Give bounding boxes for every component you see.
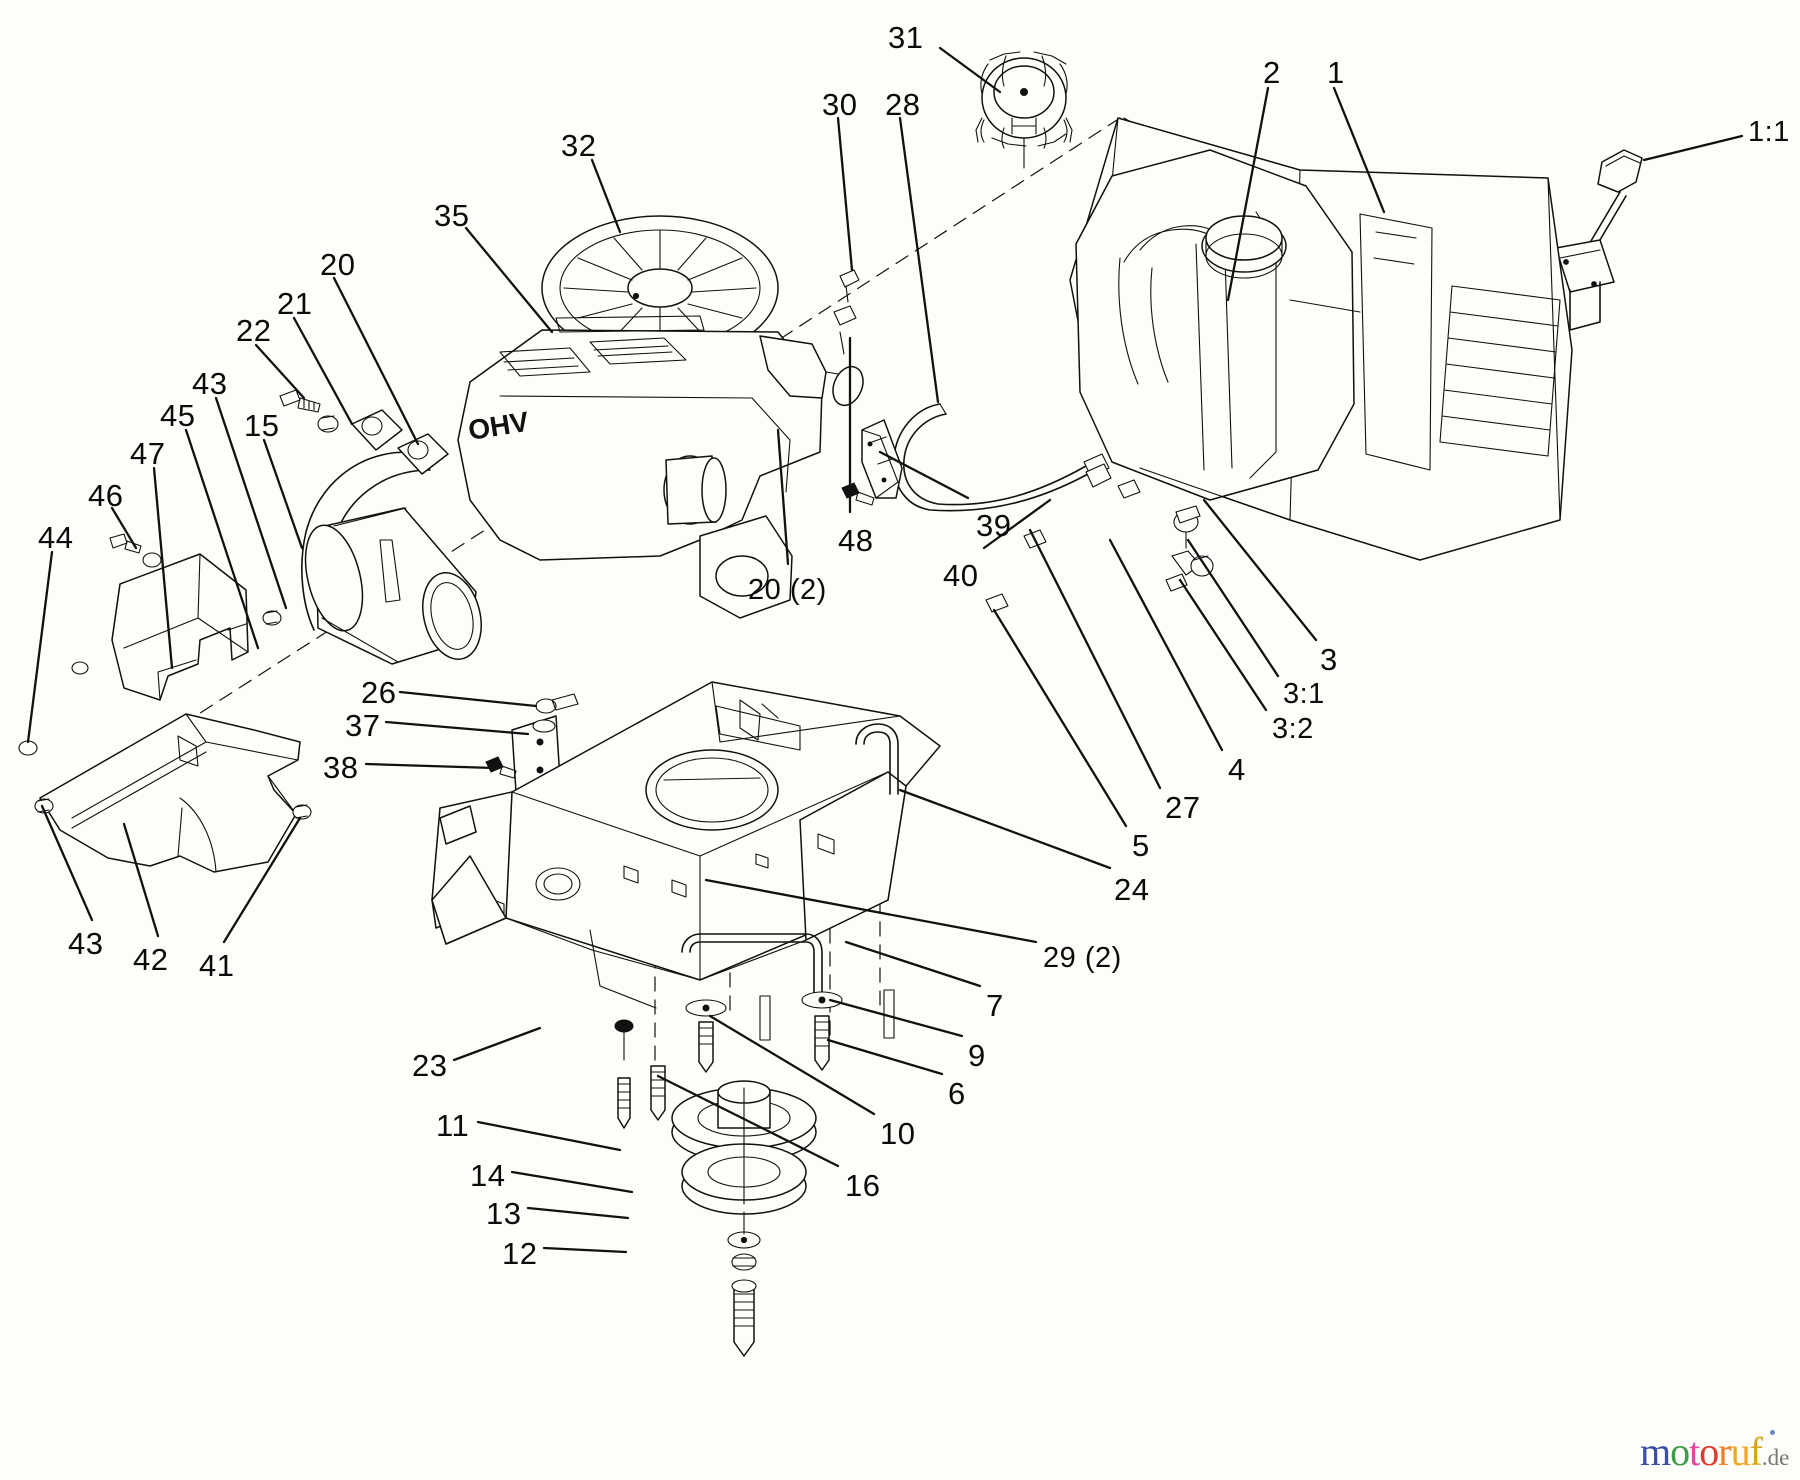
callout-1-1: 1:1 — [1748, 116, 1790, 148]
bolt-part-22 — [279, 389, 321, 413]
callout-22: 22 — [236, 313, 272, 348]
callout-39: 39 — [976, 508, 1012, 543]
fuel-valve-bracket-part-39 — [841, 419, 903, 506]
callout-15: 15 — [244, 408, 280, 443]
callout-37: 37 — [345, 708, 381, 743]
callout-11: 11 — [436, 1108, 470, 1143]
wire-form-bracket-part-24 — [855, 723, 899, 795]
callout-24: 24 — [1114, 872, 1150, 907]
chassis-frame — [431, 681, 941, 1009]
callout-32: 32 — [561, 128, 597, 163]
callout-40: 40 — [943, 558, 979, 593]
screw-part-40 — [841, 482, 875, 506]
callout-46: 46 — [88, 478, 124, 513]
callout-6: 6 — [948, 1076, 966, 1111]
callout-2: 2 — [1263, 55, 1281, 90]
callout-3-1: 3:1 — [1283, 678, 1325, 710]
callout-44: 44 — [38, 520, 74, 555]
callout-10: 10 — [880, 1116, 916, 1151]
watermark-letter: f — [1749, 1429, 1763, 1474]
bolt-part-26 — [535, 693, 579, 714]
fuel-tank-and-shroud-part-3 — [1069, 117, 1573, 561]
fastener-stack-part-9 — [801, 991, 843, 1071]
spacer-bars — [759, 989, 895, 1041]
heat-shield-upper-part-45 — [18, 533, 282, 756]
callout-3: 3 — [1320, 642, 1338, 677]
callout-20: 20 — [320, 247, 356, 282]
watermark-letter: o — [1699, 1429, 1719, 1474]
watermark-dot-icon — [1770, 1430, 1775, 1435]
watermark-letter: m — [1640, 1429, 1671, 1474]
callout-13: 13 — [486, 1196, 522, 1231]
callout-31: 31 — [888, 20, 924, 55]
callout-38: 38 — [323, 750, 359, 785]
fastener-stack-part-13 — [731, 1253, 757, 1271]
watermark-letter: o — [1670, 1429, 1690, 1474]
fastener-stack-part-10 — [685, 999, 727, 1073]
leader-lines — [26, 46, 1744, 1254]
motoruf-watermark: motoruf.de — [1640, 1428, 1789, 1475]
fuel-line-part-28 — [893, 403, 1112, 512]
callout-14: 14 — [470, 1158, 506, 1193]
engine-assembly-part-32: OHV — [457, 215, 864, 619]
callout-5: 5 — [1132, 828, 1150, 863]
fastener-part-47 — [142, 552, 162, 568]
callout-21: 21 — [277, 286, 313, 321]
callout-20-2-: 20 (2) — [748, 574, 827, 606]
fuel-line-part-30 — [833, 269, 860, 355]
callout-1: 1 — [1327, 55, 1345, 90]
callout-47: 47 — [130, 436, 166, 471]
callout-41: 41 — [199, 948, 235, 983]
fastener-part-43-lower — [34, 798, 54, 814]
callout-30: 30 — [822, 87, 858, 122]
fastener-part-41-bolt — [292, 804, 312, 820]
callout-16: 16 — [845, 1168, 881, 1203]
fastener-stack-part-16 — [650, 1065, 666, 1121]
callout-43: 43 — [68, 926, 104, 961]
wire-form-bracket-part-29 — [681, 933, 823, 1001]
watermark-suffix: .de — [1761, 1445, 1790, 1470]
fuel-hose-clamp-part-5 — [985, 479, 1141, 613]
watermark-letter: u — [1730, 1429, 1751, 1474]
callout-26: 26 — [361, 675, 397, 710]
callout-42: 42 — [133, 942, 169, 977]
callout-43: 43 — [192, 366, 228, 401]
callout-9: 9 — [968, 1038, 986, 1073]
fastener-part-45-small — [71, 661, 89, 675]
fastener-stack-part-23 — [614, 1019, 634, 1129]
watermark-letter: t — [1689, 1429, 1700, 1474]
ignition-switch-part-1 — [1555, 149, 1643, 331]
washer-part-37 — [532, 719, 556, 733]
callout-12: 12 — [502, 1236, 538, 1271]
callout-45: 45 — [160, 398, 196, 433]
fastener-part-46 — [109, 533, 142, 554]
callout-7: 7 — [986, 988, 1004, 1023]
fastener-stack-part-14 — [727, 1211, 761, 1249]
fastener-stack-part-12 — [731, 1279, 757, 1357]
callout-35: 35 — [434, 198, 470, 233]
muffler-exhaust-part-15 — [279, 389, 482, 665]
fuel-cap-part-31 — [975, 51, 1073, 169]
callout-28: 28 — [885, 87, 921, 122]
heat-shield-lower-part-42 — [34, 713, 312, 873]
fastener-part-43-upper — [262, 610, 282, 626]
callout-48: 48 — [838, 523, 874, 558]
engine-pulley-part-11 — [671, 1080, 817, 1215]
fuel-shutoff-valve-part-4 — [1165, 505, 1214, 592]
callout-3-2: 3:2 — [1272, 713, 1314, 745]
watermark-letter: r — [1718, 1429, 1731, 1474]
callout-29-2-: 29 (2) — [1043, 942, 1122, 974]
callout-23: 23 — [412, 1048, 448, 1083]
callout-27: 27 — [1165, 790, 1201, 825]
callout-4: 4 — [1228, 752, 1246, 787]
bolt-part-21 — [317, 415, 339, 433]
